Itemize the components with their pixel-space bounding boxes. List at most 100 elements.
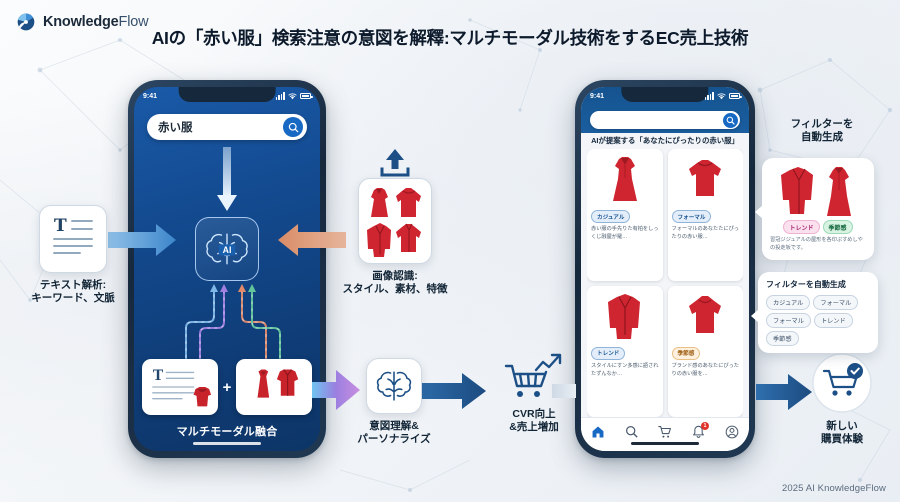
bottom-navigation-bar: 1 [581, 417, 749, 451]
red-sweater-icon [683, 153, 727, 208]
red-jacket-icon [683, 290, 727, 345]
filter-chip[interactable]: フォーマル [766, 313, 811, 328]
product-description: フォーマルのあなたたにぴったりの赤い服… [671, 226, 739, 241]
signal-icon [275, 92, 285, 100]
red-dress-icon [605, 153, 645, 208]
nav-home[interactable] [591, 425, 605, 439]
text-document-icon: T T [53, 215, 93, 254]
brain-icon [376, 371, 412, 401]
product-description: スタイルにすン多感に語されたずんなか… [591, 362, 659, 377]
left-search-bar[interactable]: 赤い服 [147, 114, 307, 140]
nav-cart[interactable] [658, 425, 672, 439]
left-status-bar: 9:41 [134, 87, 320, 103]
home-indicator [193, 442, 261, 445]
product-card[interactable]: トレンド スタイルにすン多感に語されたずんなか… [587, 285, 663, 417]
product-tag: フォーマル [671, 210, 712, 223]
cart-trending-up-icon [504, 353, 562, 397]
product-card[interactable]: フォーマル フォーマルのあなたたにぴったりの赤い服… [667, 149, 743, 281]
red-blazer-icon [781, 167, 813, 214]
brand-name-light: Flow [118, 14, 149, 30]
cart-check-icon [812, 353, 872, 413]
filter-chip[interactable]: フォーマル [813, 295, 859, 310]
text-analysis-node: T T テキスト解析: キーワード、文脈 [18, 205, 128, 306]
signal-icon [704, 92, 714, 100]
right-phone-mockup: 9:41 AIが提案する「あなたに [575, 80, 755, 458]
fusion-plus-sign: + [222, 378, 232, 396]
image-tile [236, 359, 313, 415]
bell-icon [693, 425, 704, 438]
page-title: AIの「赤い服」検索注意の意図を解釋:マルチモーダル技術をするEC売上技術 [151, 28, 749, 48]
filter-tag-season[interactable]: 季節感 [822, 220, 853, 234]
brand-name-bold: Knowledge [43, 14, 119, 30]
red-sweater-thumb-icon [193, 387, 211, 407]
experience-caption: 新しい 購買体験 [821, 420, 863, 446]
product-tag: カジュアル [591, 210, 631, 223]
image-to-ai-arrow-icon [278, 224, 346, 256]
query-to-ai-arrow-icon [217, 147, 237, 211]
svg-text:T: T [152, 367, 163, 384]
search-icon[interactable] [723, 112, 738, 128]
recommendation-heading: AIが提案する「あなたにぴったりの赤い服」 [591, 136, 739, 145]
notification-badge: 1 [701, 421, 709, 430]
left-phone-mockup: 9:41 赤い服 [128, 80, 326, 458]
intent-caption: 意図理解& パーソナライズ [357, 420, 431, 446]
left-phone-caption: マルチモーダル融合 [176, 426, 278, 438]
right-search-bar[interactable] [590, 111, 740, 129]
filter-tag-trend[interactable]: トレンド [783, 220, 820, 234]
upload-arrow-icon [380, 149, 410, 177]
auto-filter-callout: フィルターを自動生成 カジュアル フォーマル フォーマル トレンド 季節感 [751, 272, 878, 353]
filter-chip[interactable]: カジュアル [766, 295, 811, 310]
battery-icon [300, 93, 313, 99]
left-search-query: 赤い服 [158, 122, 193, 134]
fusion-to-intent-arrow-icon [312, 370, 360, 410]
red-blazer-icon [367, 223, 391, 257]
text-analysis-caption: テキスト解析: キーワード、文脈 [31, 279, 115, 305]
left-status-time: 9:41 [143, 92, 158, 100]
left-status-icons [275, 92, 313, 100]
user-icon [725, 425, 739, 438]
red-dress-icon [371, 188, 388, 217]
product-card[interactable]: カジュアル 赤い服の手先りた有柏をしっくじ融屋が羅… [587, 149, 663, 281]
nav-notifications[interactable]: 1 [692, 421, 709, 439]
text-document-icon: T [151, 367, 211, 407]
nav-profile[interactable] [725, 425, 739, 439]
red-dress-icon [827, 167, 851, 216]
home-indicator [631, 442, 699, 445]
red-sweater-icon [396, 188, 421, 217]
phone-notch [621, 87, 709, 102]
search-icon[interactable] [283, 117, 303, 137]
battery-icon [729, 93, 742, 99]
multimodal-fusion-row: T + [141, 359, 313, 415]
cart-icon [658, 425, 671, 438]
cvr-to-results-arrow-icon [552, 384, 576, 398]
results-to-experience-arrow-icon [756, 374, 812, 410]
filter-section-title: フィルターを 自動生成 [790, 118, 854, 144]
left-phone-screen: 9:41 赤い服 [134, 87, 320, 451]
filter-preview-thumbs [770, 165, 866, 217]
right-status-icons [704, 92, 742, 100]
ai-brain-node: AI [195, 217, 259, 281]
svg-text:T: T [54, 215, 67, 236]
red-dress-icon [257, 369, 270, 398]
auto-filter-chips: カジュアル フォーマル フォーマル トレンド 季節感 [766, 295, 870, 346]
product-description: ブランド感のあなたにぴったりの赤い服を… [671, 362, 739, 377]
wifi-icon [288, 92, 297, 99]
right-phone-screen: 9:41 AIが提案する「あなたに [581, 87, 749, 451]
cvr-caption: CVR向上 &売上増加 [509, 408, 559, 434]
filter-chip[interactable]: トレンド [813, 313, 853, 328]
product-tag: 季節感 [671, 346, 701, 360]
product-card[interactable]: 季節感 ブランド感のあなたにぴったりの赤い服を… [667, 285, 743, 417]
filter-preview-note: 習冠ジジュアルの屋形を各印ぷすめしやの投走坂です。 [770, 237, 863, 251]
new-experience-node: 新しい 購買体験 [790, 352, 894, 447]
product-description: 赤い服の手先りた有柏をしっくじ融屋が羅… [591, 226, 659, 241]
filter-chip[interactable]: 季節感 [766, 331, 799, 346]
cvr-node: CVR向上 &売上増加 [478, 352, 590, 435]
wifi-icon [717, 92, 726, 99]
ai-label: AI [223, 245, 232, 255]
nav-search[interactable] [625, 425, 638, 438]
svg-text:T: T [54, 215, 67, 236]
red-jacket-icon [396, 223, 421, 252]
right-status-bar: 9:41 [581, 87, 749, 103]
